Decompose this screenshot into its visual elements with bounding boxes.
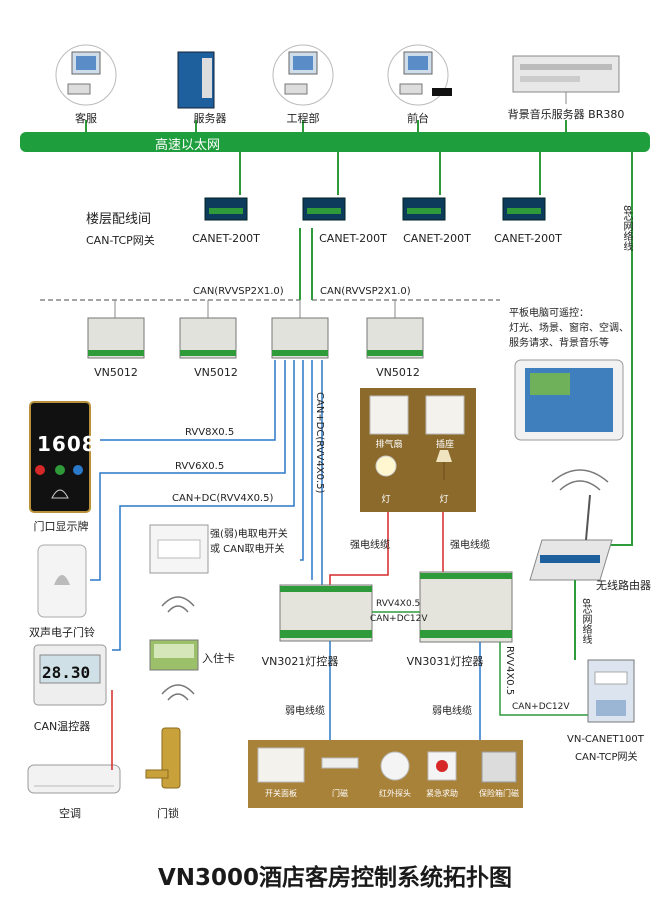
gateway-label: CAN-TCP网关 [86,234,155,247]
weak-item-safe-sensor: 保险箱门磁 [479,789,519,798]
wireless-router [529,494,613,581]
module-label: VN5012 [376,366,420,379]
canet-label: CANET-200T [319,232,387,245]
weak-item-emergency: 紧急求助 [426,789,458,798]
can-dc12v-label: CAN+DC12V [512,702,570,712]
can-bus-label-right: CAN(RVVSP2X1.0) [320,286,411,297]
pc-engineering [272,44,334,106]
link-cable-label: RVV4X0.5 [376,599,421,609]
vn3031-label: VN3031灯控器 [406,655,484,668]
ethernet-drops [85,120,567,132]
device-label-customer-service: 客服 [75,112,97,125]
can-bus-label-left: CAN(RVVSP2X1.0) [193,286,284,297]
weak-power-panel [248,740,523,808]
door-display [29,401,91,513]
canet-device [204,197,248,221]
canet-device [302,197,346,221]
ethernet-bus [20,132,650,152]
doorbell-label: 双声电子门铃 [29,626,95,639]
canet-drops [239,152,541,195]
vn5012-module [366,317,424,359]
router-label: 无线路由器 [596,579,651,592]
door-lock [145,727,181,789]
canet-label: CANET-200T [192,232,260,245]
weak-item-switch-panel: 开关面板 [265,789,297,798]
strong-cable-label-right: 强电线缆 [450,540,490,551]
module-label: VN5012 [194,366,238,379]
module-drops [114,300,396,318]
thermostat-display: 28.30 [42,663,91,682]
pc-customer-service [55,44,117,106]
device-label-music-server: 背景音乐服务器 BR380 [507,108,625,121]
air-conditioner [27,764,121,794]
aircon-label: 空调 [59,807,81,820]
strong-power-panel [360,388,476,512]
weak-cable-label-left: 弱电线缆 [285,706,325,717]
panel-item-socket: 插座 [435,440,455,450]
vn3021-label: VN3021灯控器 [261,655,339,668]
weak-cable-label-right: 弱电线缆 [432,706,472,717]
tablet [514,359,624,441]
strong-cable-label-left: 强电线缆 [350,540,390,551]
door-display-number: 1608 [37,432,97,456]
music-server-br380 [512,55,620,104]
weak-cables [329,641,481,740]
canet-device [502,197,546,221]
module-label: VN5012 [94,366,138,379]
floor-heading: 楼层配线间 [86,212,152,227]
thermostat [33,644,107,706]
wifi-icon [161,469,609,701]
device-label-server: 服务器 [193,112,227,125]
panel-item-lamp: 灯 [439,495,449,505]
doorbell [37,544,87,618]
tablet-caption: 平板电脑可遥控： 灯光、场景、窗帘、空调、 服务请求、背景音乐等 [509,308,629,349]
key-card [149,639,199,671]
door-display-cable: RVV8X0.5 [185,427,235,438]
server-tower [177,51,215,109]
lock-label: 门锁 [157,807,179,820]
ethernet-bus-label: 高速以太网 [155,138,221,153]
vn3021-controller [279,584,373,642]
panel-item-lamp: 灯 [381,495,391,505]
can-dc12v-cable [499,642,595,716]
power-switch [149,524,209,574]
canet-label: CANET-200T [494,232,562,245]
vn3031-controller [419,571,513,643]
pc-front-desk [387,44,452,106]
vn5012-module [179,317,237,359]
can-dc-label: CAN+DC(RVV4X0.5) [172,493,274,504]
fiber-label-bottom: 8芯网络线 [580,598,591,645]
doorbell-cable: RVV6X0.5 [175,461,225,472]
room-cables [90,360,323,651]
panel-item-fan: 排气扇 [375,440,403,450]
link-cable-label-2: CAN+DC12V [370,614,428,624]
canet-device [402,197,446,221]
vn5012-module [87,317,145,359]
thermostat-label: CAN温控器 [33,720,91,733]
rvv-vertical-label: RVV4X0.5 [504,646,515,696]
vn-canet100t [587,659,635,723]
door-display-label: 门口显示牌 [33,520,89,533]
fiber-line-top [610,152,633,546]
weak-item-ir-probe: 红外探头 [379,789,411,798]
device-label-engineering: 工程部 [286,112,320,125]
fiber-label-top: 8芯网络线 [621,205,632,252]
vn5012-module-room [271,317,329,359]
vn-canet100t-sublabel: CAN-TCP网关 [575,752,638,763]
can-dc-vertical-label: CAN+DC(RVV4X0.5) [314,392,325,494]
power-switch-label: 强(弱)电取电开关 或 CAN取电开关 [210,529,288,555]
vn-canet100t-label: VN-CANET100T [567,734,644,745]
weak-item-door-sensor: 门磁 [332,789,348,798]
diagram-title: VN3000酒店客房控制系统拓扑图 [157,865,513,891]
card-label: 入住卡 [202,652,235,665]
device-label-front-desk: 前台 [407,112,429,125]
canet-label: CANET-200T [403,232,471,245]
